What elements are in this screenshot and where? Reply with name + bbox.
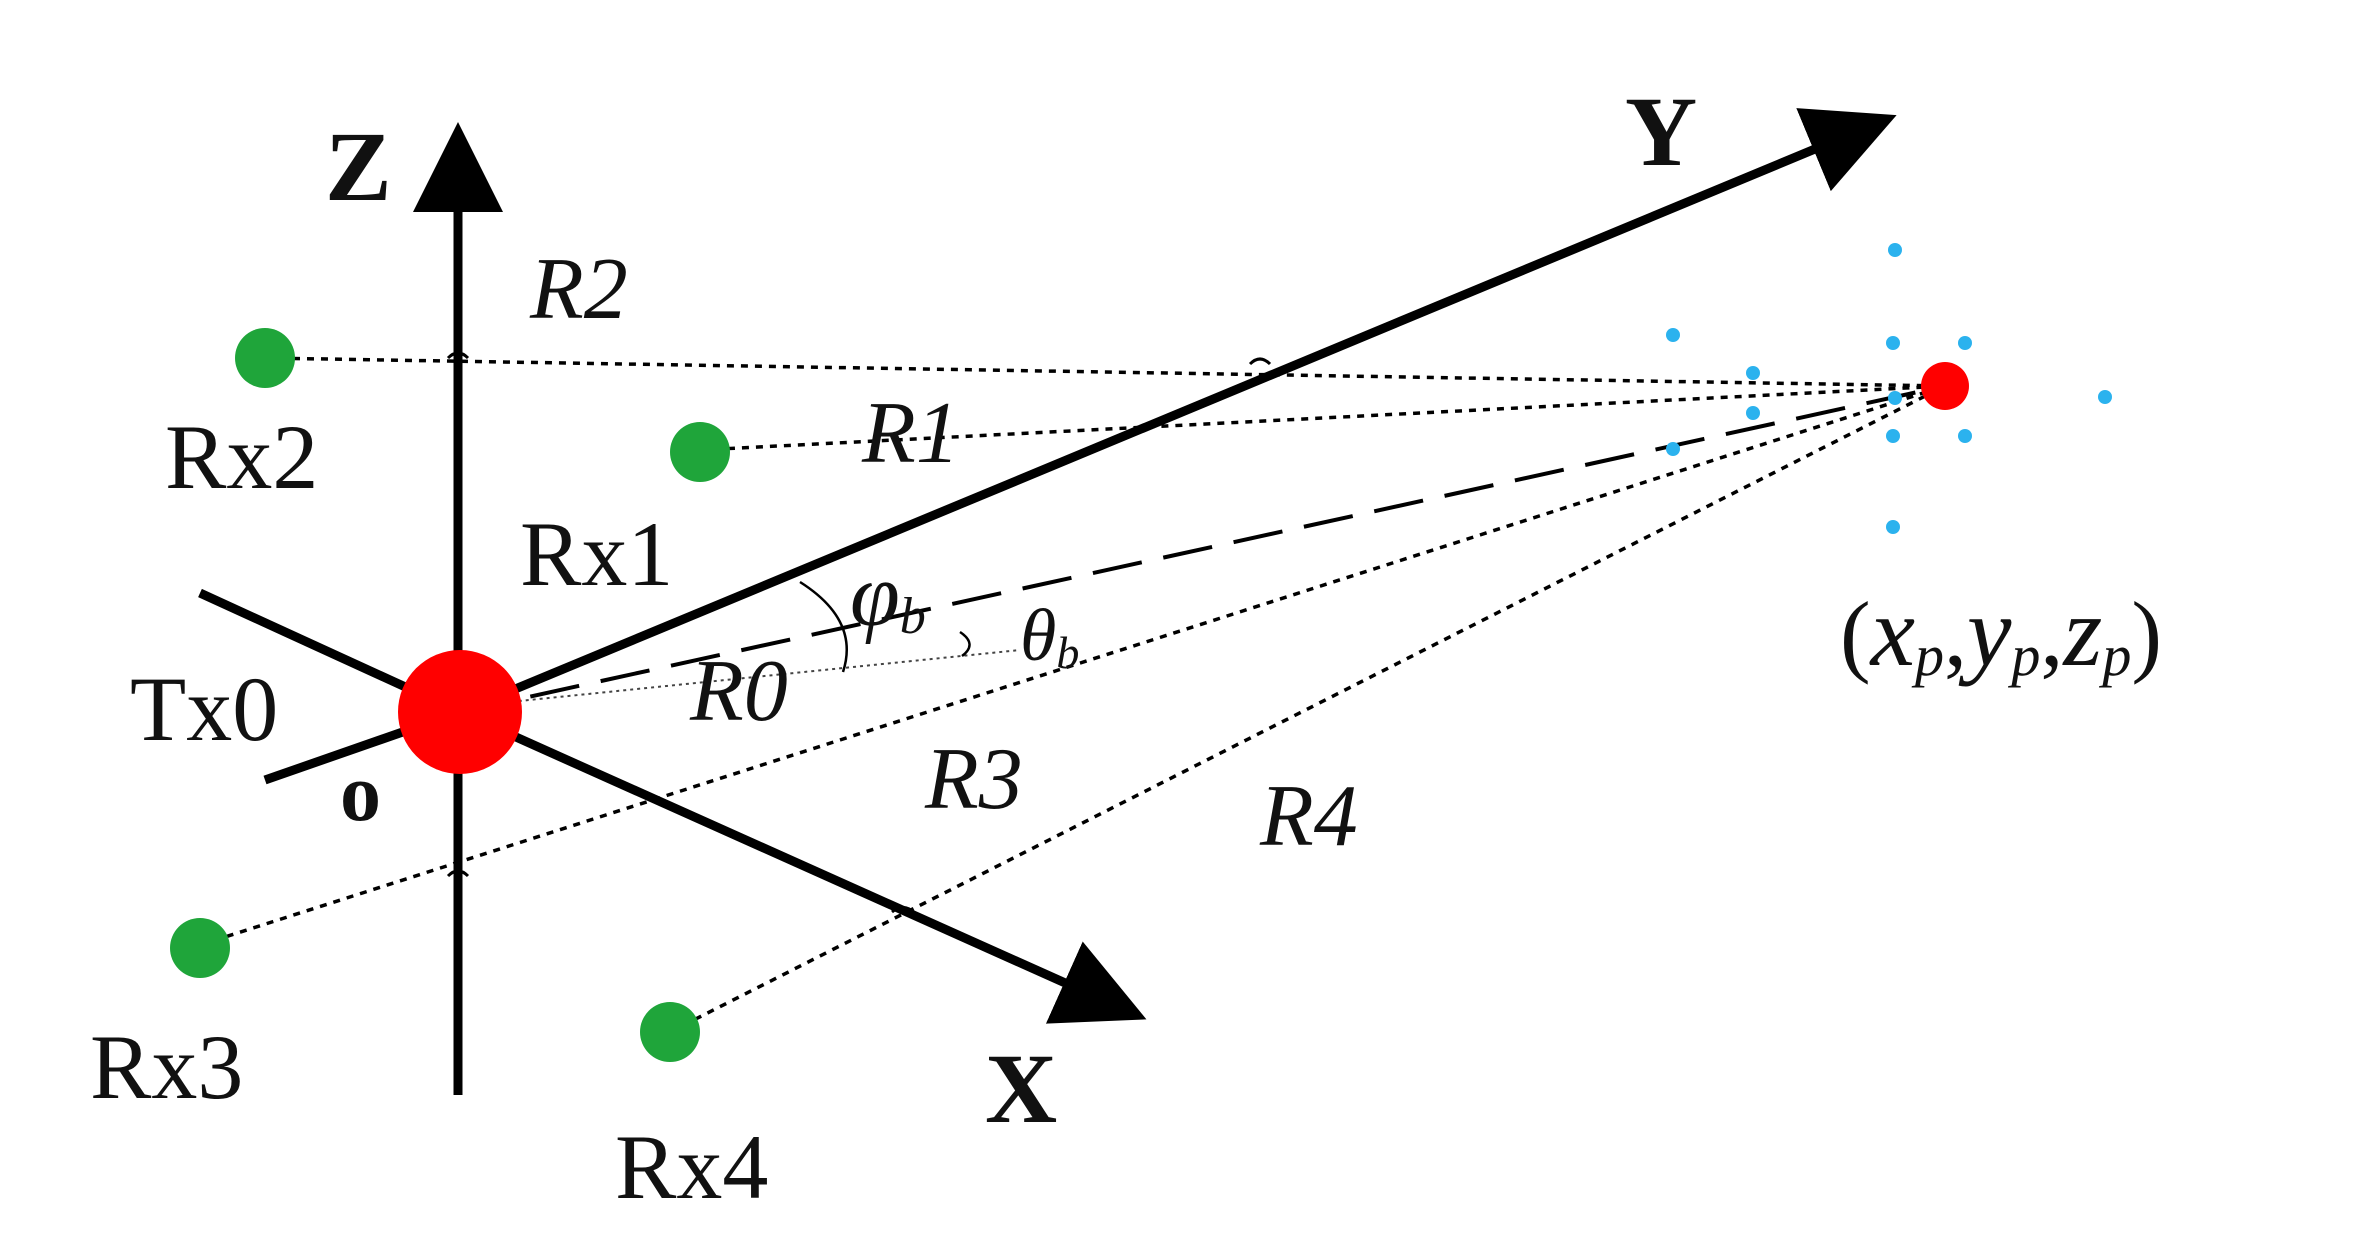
range-line-r3 [199, 384, 1946, 947]
grid-dot [1746, 366, 1760, 380]
theta-subscript: b [1056, 627, 1079, 678]
coord-x: x [1869, 576, 1915, 687]
x-axis [458, 707, 1147, 1024]
rx4-label: Rx4 [615, 1116, 768, 1218]
phi-label: φb [850, 546, 926, 645]
transmitter-tx0 [398, 650, 522, 774]
coord-sep-2: , [2040, 583, 2063, 685]
receiver-rx1 [670, 422, 730, 482]
y-axis-label: Y [1625, 76, 1697, 187]
theta-label: θb [1020, 595, 1079, 678]
r1-label: R1 [861, 385, 960, 482]
theta-angle-arc [959, 630, 971, 657]
range-line-r0 [459, 384, 1946, 714]
coord-y: y [1958, 576, 2012, 687]
crossing-hump-z-r2 [446, 351, 470, 360]
phi-symbol: φ [850, 546, 900, 645]
grid-dot [1958, 336, 1972, 350]
tx0-label: Tx0 [130, 658, 278, 760]
ground-projection-line [469, 649, 1021, 707]
phi-subscript: b [900, 588, 926, 645]
receiver-rx2 [235, 328, 295, 388]
grid-dot [1958, 429, 1972, 443]
crossing-hump-x-r4 [891, 906, 918, 916]
coord-open-paren: ( [1840, 583, 1871, 685]
r2-label: R2 [529, 241, 628, 338]
phi-angle-arc [799, 580, 848, 673]
target-point [1921, 362, 1969, 410]
grid-dot [1886, 429, 1900, 443]
theta-symbol: θ [1020, 595, 1056, 677]
coord-x-sub: p [1911, 623, 1944, 688]
coord-z-sub: p [2098, 623, 2131, 688]
crossing-hump-z-r3 [446, 869, 470, 878]
r3-label: R3 [924, 731, 1023, 828]
coord-y-sub: p [2007, 623, 2040, 688]
range-line-r2 [264, 356, 1946, 388]
grid-dot [1666, 328, 1680, 342]
crossing-hump-y-r2 [1248, 357, 1272, 366]
rx3-label: Rx3 [90, 1016, 243, 1118]
grid-dot [1746, 406, 1760, 420]
target-coordinate-label: (xp,yp,zp) [1840, 576, 2162, 688]
range-line-r4 [669, 384, 1946, 1034]
rx1-label: Rx1 [520, 503, 673, 605]
z-axis-label: Z [325, 111, 392, 222]
coord-z: z [2061, 576, 2102, 687]
coord-close-paren: ) [2131, 583, 2162, 685]
receiver-rx4 [640, 1002, 700, 1062]
rx2-label: Rx2 [165, 406, 318, 508]
coord-sep-1: , [1944, 583, 1967, 685]
grid-dot [1666, 442, 1680, 456]
receiver-rx3 [170, 918, 230, 978]
grid-dot [1886, 336, 1900, 350]
grid-dot [1886, 520, 1900, 534]
origin-label: O [340, 747, 381, 838]
range-line-r1 [699, 384, 1946, 452]
target-grid-dots [1666, 243, 2112, 534]
y-axis [458, 108, 1897, 717]
r0-label: R0 [689, 643, 788, 740]
grid-dot [1888, 391, 1902, 405]
r4-label: R4 [1259, 768, 1358, 865]
grid-dot [2098, 390, 2112, 404]
x-axis-label: X [985, 1033, 1057, 1144]
grid-dot [1888, 243, 1902, 257]
